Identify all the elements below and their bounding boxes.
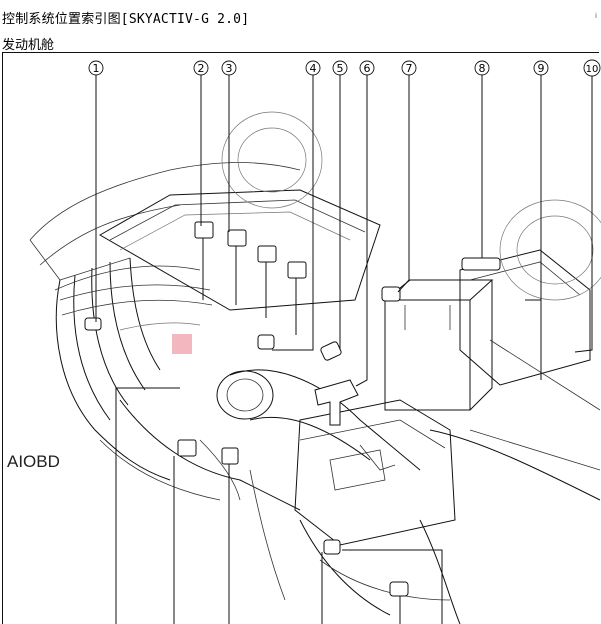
callout-10-label: 10 (586, 64, 599, 75)
callout-7-label: 7 (406, 62, 413, 75)
leader-lines (95, 75, 593, 624)
callout-7: 7 (401, 60, 417, 76)
callout-3: 3 (221, 60, 237, 76)
callout-4-label: 4 (310, 62, 317, 75)
diagram-frame (2, 52, 599, 624)
callout-6: 6 (359, 60, 375, 76)
callout-6-label: 6 (364, 62, 371, 75)
callout-5: 5 (332, 60, 348, 76)
callout-8-label: 8 (479, 62, 486, 75)
callout-2: 2 (193, 60, 209, 76)
callout-2-label: 2 (198, 62, 205, 75)
callout-4: 4 (305, 60, 321, 76)
watermark-text: AIOBD (7, 452, 60, 471)
callout-1-label: 1 (93, 62, 100, 75)
callout-9-label: 9 (538, 62, 545, 75)
section-label: 发动机舱 (2, 38, 55, 53)
callout-3-label: 3 (226, 62, 233, 75)
callout-10: 10 (583, 59, 601, 77)
callout-8: 8 (474, 60, 490, 76)
component-parts (84, 221, 501, 597)
callout-5-label: 5 (337, 62, 344, 75)
engine-outline (29, 111, 601, 624)
callout-1: 1 (88, 60, 104, 76)
page-title: 控制系统位置索引图[SKYACTIV-G 2.0] (2, 12, 250, 27)
callouts: 1 2 3 4 5 6 7 8 9 10 (88, 59, 601, 77)
page-reference: i (595, 12, 597, 20)
callout-9: 9 (533, 60, 549, 76)
